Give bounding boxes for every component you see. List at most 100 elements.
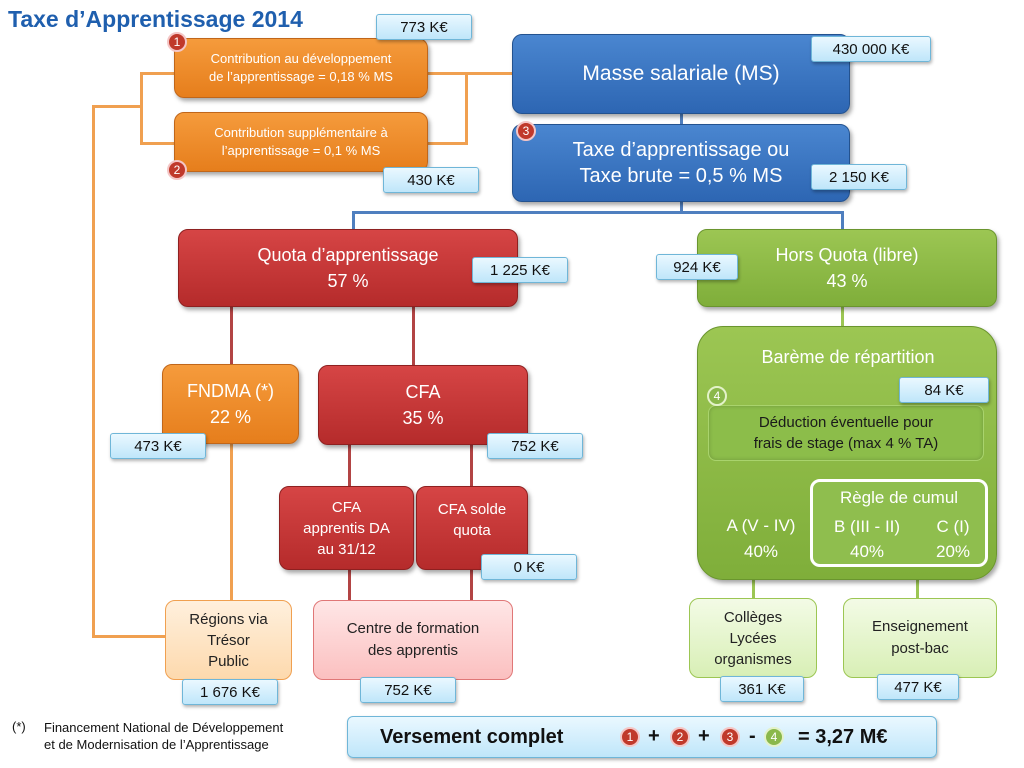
page-title: Taxe d’Apprentissage 2014: [8, 6, 303, 32]
box-label: 35 %: [402, 408, 444, 428]
connector: [348, 568, 351, 603]
box-label: 43 %: [826, 271, 868, 291]
value-masse-salariale: 430 000 K€: [811, 36, 931, 62]
cumul-title: Règle de cumul: [839, 488, 959, 507]
total-op-plus-2: +: [698, 725, 710, 747]
badge-2: 2: [167, 160, 187, 180]
box-label: A (V - IV): [726, 516, 796, 535]
connector: [427, 72, 467, 75]
box-label: 40%: [743, 542, 779, 561]
box-label: Centre de formation: [346, 620, 480, 637]
value-deduction: 84 K€: [899, 377, 989, 403]
cfa-apprentis-da-box: CFA apprentis DA au 31/12: [279, 486, 414, 570]
value-cfa: 752 K€: [487, 433, 583, 459]
box-label: 40%: [849, 542, 885, 561]
connector: [92, 105, 142, 108]
value-colleges: 361 K€: [720, 676, 804, 702]
connector: [465, 72, 515, 75]
box-label: Masse salariale (MS): [582, 62, 780, 85]
box-label: CFA: [331, 498, 362, 516]
category-c: C (I) 20%: [921, 514, 985, 564]
post-bac-box: Enseignement post-bac: [843, 598, 997, 678]
box-label: l’apprentissage = 0,1 % MS: [221, 143, 381, 158]
box-label: Collèges: [723, 608, 783, 626]
box-label: FNDMA (*): [187, 381, 274, 401]
connector: [470, 443, 473, 488]
box-label: Lycées: [729, 629, 777, 647]
value-regions: 1 676 K€: [182, 679, 278, 705]
box-label: 57 %: [327, 271, 369, 291]
box-label: Taxe brute = 0,5 % MS: [579, 165, 783, 187]
category-b: B (III - II) 40%: [817, 514, 917, 564]
connector: [916, 580, 919, 602]
fndma-box: FNDMA (*) 22 %: [162, 364, 299, 444]
connector: [752, 580, 755, 602]
bareme-repartition-box: Barème de répartition Déduction éventuel…: [697, 326, 997, 580]
box-label: post-bac: [891, 640, 949, 657]
connector: [352, 211, 844, 214]
connector: [680, 200, 683, 214]
box-label: frais de stage (max 4 % TA): [753, 435, 939, 452]
regions-box: Régions via Trésor Public: [165, 600, 292, 680]
taxe-apprentissage-box: Taxe d’apprentissage ou Taxe brute = 0,5…: [512, 124, 850, 202]
box-label: au 31/12: [317, 540, 376, 558]
total-result: = 3,27 M€: [798, 726, 888, 748]
value-contribution-developpement: 773 K€: [376, 14, 472, 40]
connector: [140, 72, 176, 75]
centre-formation-box: Centre de formation des apprentis: [313, 600, 513, 680]
box-label: CFA solde: [437, 501, 507, 518]
box-label: Contribution au développement: [210, 51, 392, 66]
box-label: apprentis DA: [303, 519, 390, 537]
value-contribution-supplementaire: 430 K€: [383, 167, 479, 193]
badge-4: 4: [707, 386, 727, 406]
total-badge-2: 2: [670, 727, 690, 747]
box-label: CFA: [405, 382, 441, 402]
box-label: quota: [453, 522, 491, 539]
total-label: Versement complet: [380, 726, 564, 748]
box-label: B (III - II): [833, 517, 901, 536]
category-a: A (V - IV) 40%: [708, 513, 814, 565]
value-quota: 1 225 K€: [472, 257, 568, 283]
connector: [92, 105, 95, 638]
connector: [140, 142, 176, 145]
total-badge-1: 1: [620, 727, 640, 747]
footnote-text: Financement National de Développement et…: [44, 719, 283, 753]
connector: [412, 305, 415, 367]
value-centre-formation: 752 K€: [360, 677, 456, 703]
total-op-plus-1: +: [648, 725, 660, 747]
cfa-box: CFA 35 %: [318, 365, 528, 445]
connector: [140, 72, 143, 144]
box-label: Public: [208, 652, 249, 670]
box-label: Déduction éventuelle pour: [758, 414, 934, 431]
box-label: Hors Quota (libre): [775, 245, 919, 265]
bareme-title: Barème de répartition: [761, 347, 935, 367]
box-label: Régions via: [189, 610, 268, 628]
connector: [230, 443, 233, 603]
connector: [92, 635, 167, 638]
value-cfa-solde: 0 K€: [481, 554, 577, 580]
contribution-supplementaire-box: Contribution supplémentaire à l’apprenti…: [174, 112, 428, 172]
connector: [427, 142, 467, 145]
connector: [680, 112, 683, 126]
colleges-box: Collèges Lycées organismes: [689, 598, 817, 678]
regle-cumul-box: Règle de cumul B (III - II) 40% C (I) 20…: [810, 479, 988, 567]
box-label: Quota d’apprentissage: [257, 245, 439, 265]
connector: [465, 72, 468, 145]
total-op-minus: -: [749, 725, 756, 747]
connector: [841, 307, 844, 327]
hors-quota-box: Hors Quota (libre) 43 %: [697, 229, 997, 307]
box-label: organismes: [714, 650, 792, 668]
deduction-box: Déduction éventuelle pour frais de stage…: [708, 405, 984, 461]
box-label: Contribution supplémentaire à: [214, 125, 388, 140]
value-hors-quota: 924 K€: [656, 254, 738, 280]
value-fndma: 473 K€: [110, 433, 206, 459]
total-badge-4: 4: [764, 727, 784, 747]
value-taxe-brute: 2 150 K€: [811, 164, 907, 190]
connector: [470, 568, 473, 603]
badge-3: 3: [516, 121, 536, 141]
quota-apprentissage-box: Quota d’apprentissage 57 %: [178, 229, 518, 307]
connector: [841, 211, 844, 231]
box-label: 22 %: [209, 407, 252, 427]
badge-1: 1: [167, 32, 187, 52]
versement-complet-banner: Versement complet 1 + 2 + 3 - 4 = 3,27 M…: [347, 716, 937, 758]
